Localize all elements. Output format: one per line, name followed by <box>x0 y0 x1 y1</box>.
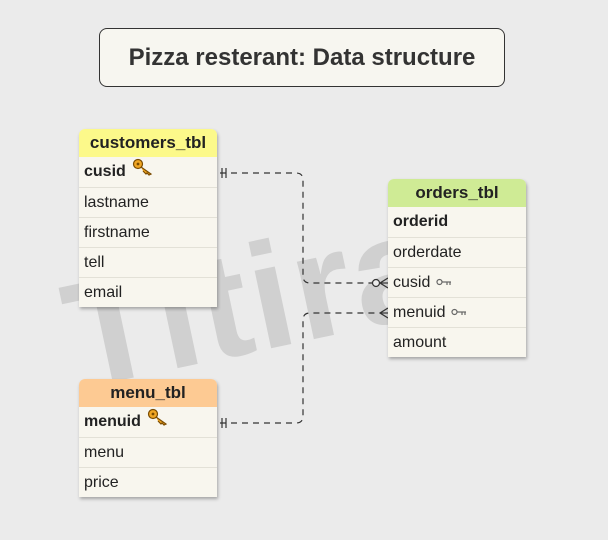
field-label: cusid <box>393 273 431 291</box>
crowfoot-marker <box>379 312 389 319</box>
field-label: menu <box>84 443 125 461</box>
field-label: menuid <box>84 413 141 430</box>
field-row[interactable]: price <box>79 467 217 497</box>
field-row[interactable]: amount <box>388 327 526 357</box>
field-row[interactable]: cusid <box>79 157 217 187</box>
foreign-key-icon <box>451 298 467 328</box>
field-row[interactable]: email <box>79 277 217 307</box>
relationship-menu-orders[interactable] <box>220 307 389 428</box>
field-label: amount <box>393 333 447 351</box>
key-icon <box>147 407 169 437</box>
table-header: customers_tbl <box>79 129 217 157</box>
field-row[interactable]: menuid <box>79 407 217 437</box>
field-label: price <box>84 473 119 491</box>
field-row[interactable]: orderdate <box>388 237 526 267</box>
field-label: menuid <box>393 303 446 321</box>
foreign-key-icon <box>436 268 452 298</box>
field-label: lastname <box>84 193 149 211</box>
table-menu[interactable]: menu_tbl menuid menu price <box>79 379 217 497</box>
crowfoot-marker <box>379 307 389 314</box>
table-orders[interactable]: orders_tbl orderid orderdate cusid menui… <box>388 179 526 357</box>
relationship-customers-orders[interactable] <box>220 168 389 289</box>
field-row[interactable]: cusid <box>388 267 526 297</box>
field-row[interactable]: tell <box>79 247 217 277</box>
field-row[interactable]: orderid <box>388 207 526 237</box>
key-icon <box>132 157 154 187</box>
table-customers[interactable]: customers_tbl cusid lastname firstname t… <box>79 129 217 307</box>
field-label: orderid <box>393 213 449 230</box>
field-label: orderdate <box>393 243 462 261</box>
diagram-title-text: Pizza resterant: Data structure <box>128 43 476 71</box>
field-row[interactable]: lastname <box>79 187 217 217</box>
diagram-title: Pizza resterant: Data structure <box>99 28 505 87</box>
field-row[interactable]: firstname <box>79 217 217 247</box>
field-row[interactable]: menuid <box>388 297 526 327</box>
table-header: menu_tbl <box>79 379 217 407</box>
field-label: cusid <box>84 163 126 180</box>
field-label: firstname <box>84 223 150 241</box>
table-header: orders_tbl <box>388 179 526 207</box>
field-label: email <box>84 283 123 301</box>
field-row[interactable]: menu <box>79 437 217 467</box>
crowfoot-marker <box>379 277 389 284</box>
zero-marker <box>371 278 381 288</box>
crowfoot-marker <box>379 282 389 289</box>
field-label: tell <box>84 253 105 271</box>
